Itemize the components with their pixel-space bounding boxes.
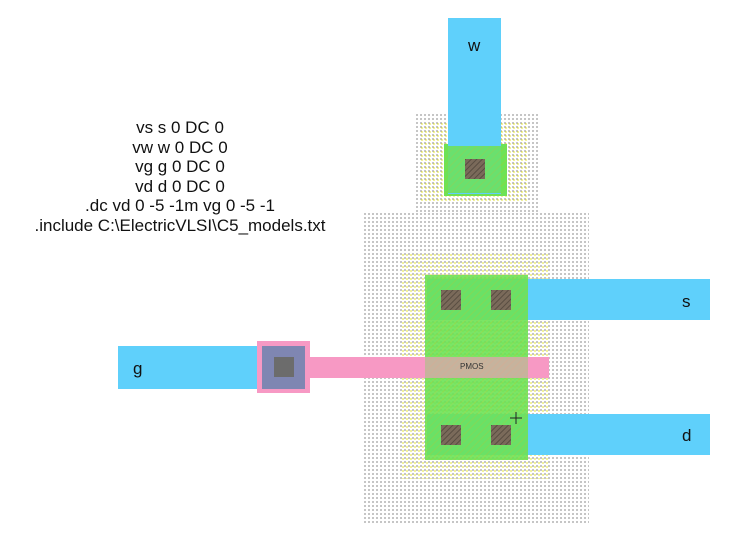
source-contact xyxy=(441,290,461,310)
port-label-w: w xyxy=(468,36,481,55)
source-contact xyxy=(491,290,511,310)
gate-overlap xyxy=(425,357,528,378)
spice-line: vs s 0 DC 0 xyxy=(136,118,224,137)
well-tap-contact xyxy=(465,159,485,179)
crosshair-icon xyxy=(510,412,522,424)
port-label-g: g xyxy=(133,359,143,378)
transistor-label: PMOS xyxy=(460,362,484,371)
port-label-s: s xyxy=(682,292,691,311)
spice-line: .dc vd 0 -5 -1m vg 0 -5 -1 xyxy=(85,196,275,215)
poly-gate[interactable] xyxy=(303,357,549,378)
port-label-d: d xyxy=(682,426,692,445)
spice-line: .include C:\ElectricVLSI\C5_models.txt xyxy=(34,215,326,235)
spice-line: vd d 0 DC 0 xyxy=(135,176,225,196)
poly-contact-cut xyxy=(274,357,294,377)
drain-contact xyxy=(491,425,511,445)
spice-code-block: vs s 0 DC 0 vw w 0 DC 0 vg g 0 DC 0 vd d… xyxy=(0,118,360,235)
spice-line: vw w 0 DC 0 xyxy=(132,137,228,157)
spice-line: vg g 0 DC 0 xyxy=(135,157,225,176)
drain-contact xyxy=(441,425,461,445)
